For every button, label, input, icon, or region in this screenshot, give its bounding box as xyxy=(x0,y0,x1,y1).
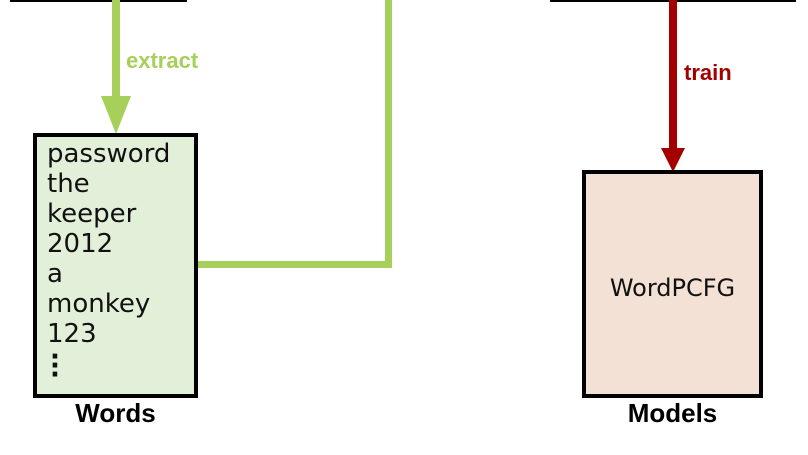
word-item: 2012 xyxy=(47,229,114,259)
word-item: password xyxy=(47,139,171,169)
words-connector-horizontal xyxy=(196,261,392,268)
word-item: monkey xyxy=(47,289,151,319)
train-arrowhead-icon xyxy=(661,148,685,172)
ellipsis-icon: ··· xyxy=(50,342,60,390)
words-box: password the keeper 2012 a monkey 123 ··… xyxy=(33,133,198,398)
words-caption: Words xyxy=(75,398,156,428)
top-left-box-edge xyxy=(10,0,187,2)
model-wordpcfg: WordPCFG xyxy=(609,274,736,302)
models-caption: Models xyxy=(627,398,718,428)
word-item: keeper xyxy=(47,199,137,229)
extract-label: extract xyxy=(126,48,199,73)
models-box: WordPCFG xyxy=(582,170,763,398)
train-arrow-shaft xyxy=(669,0,677,152)
extract-arrowhead-icon xyxy=(101,96,131,134)
train-label: train xyxy=(684,60,732,85)
word-item: the xyxy=(47,169,90,199)
words-list: password the keeper 2012 a monkey 123 ··… xyxy=(47,139,171,390)
word-item: a xyxy=(47,259,63,289)
word-item: 123 xyxy=(47,319,97,349)
words-connector-vertical xyxy=(385,0,392,268)
extract-arrow-shaft xyxy=(112,0,120,98)
